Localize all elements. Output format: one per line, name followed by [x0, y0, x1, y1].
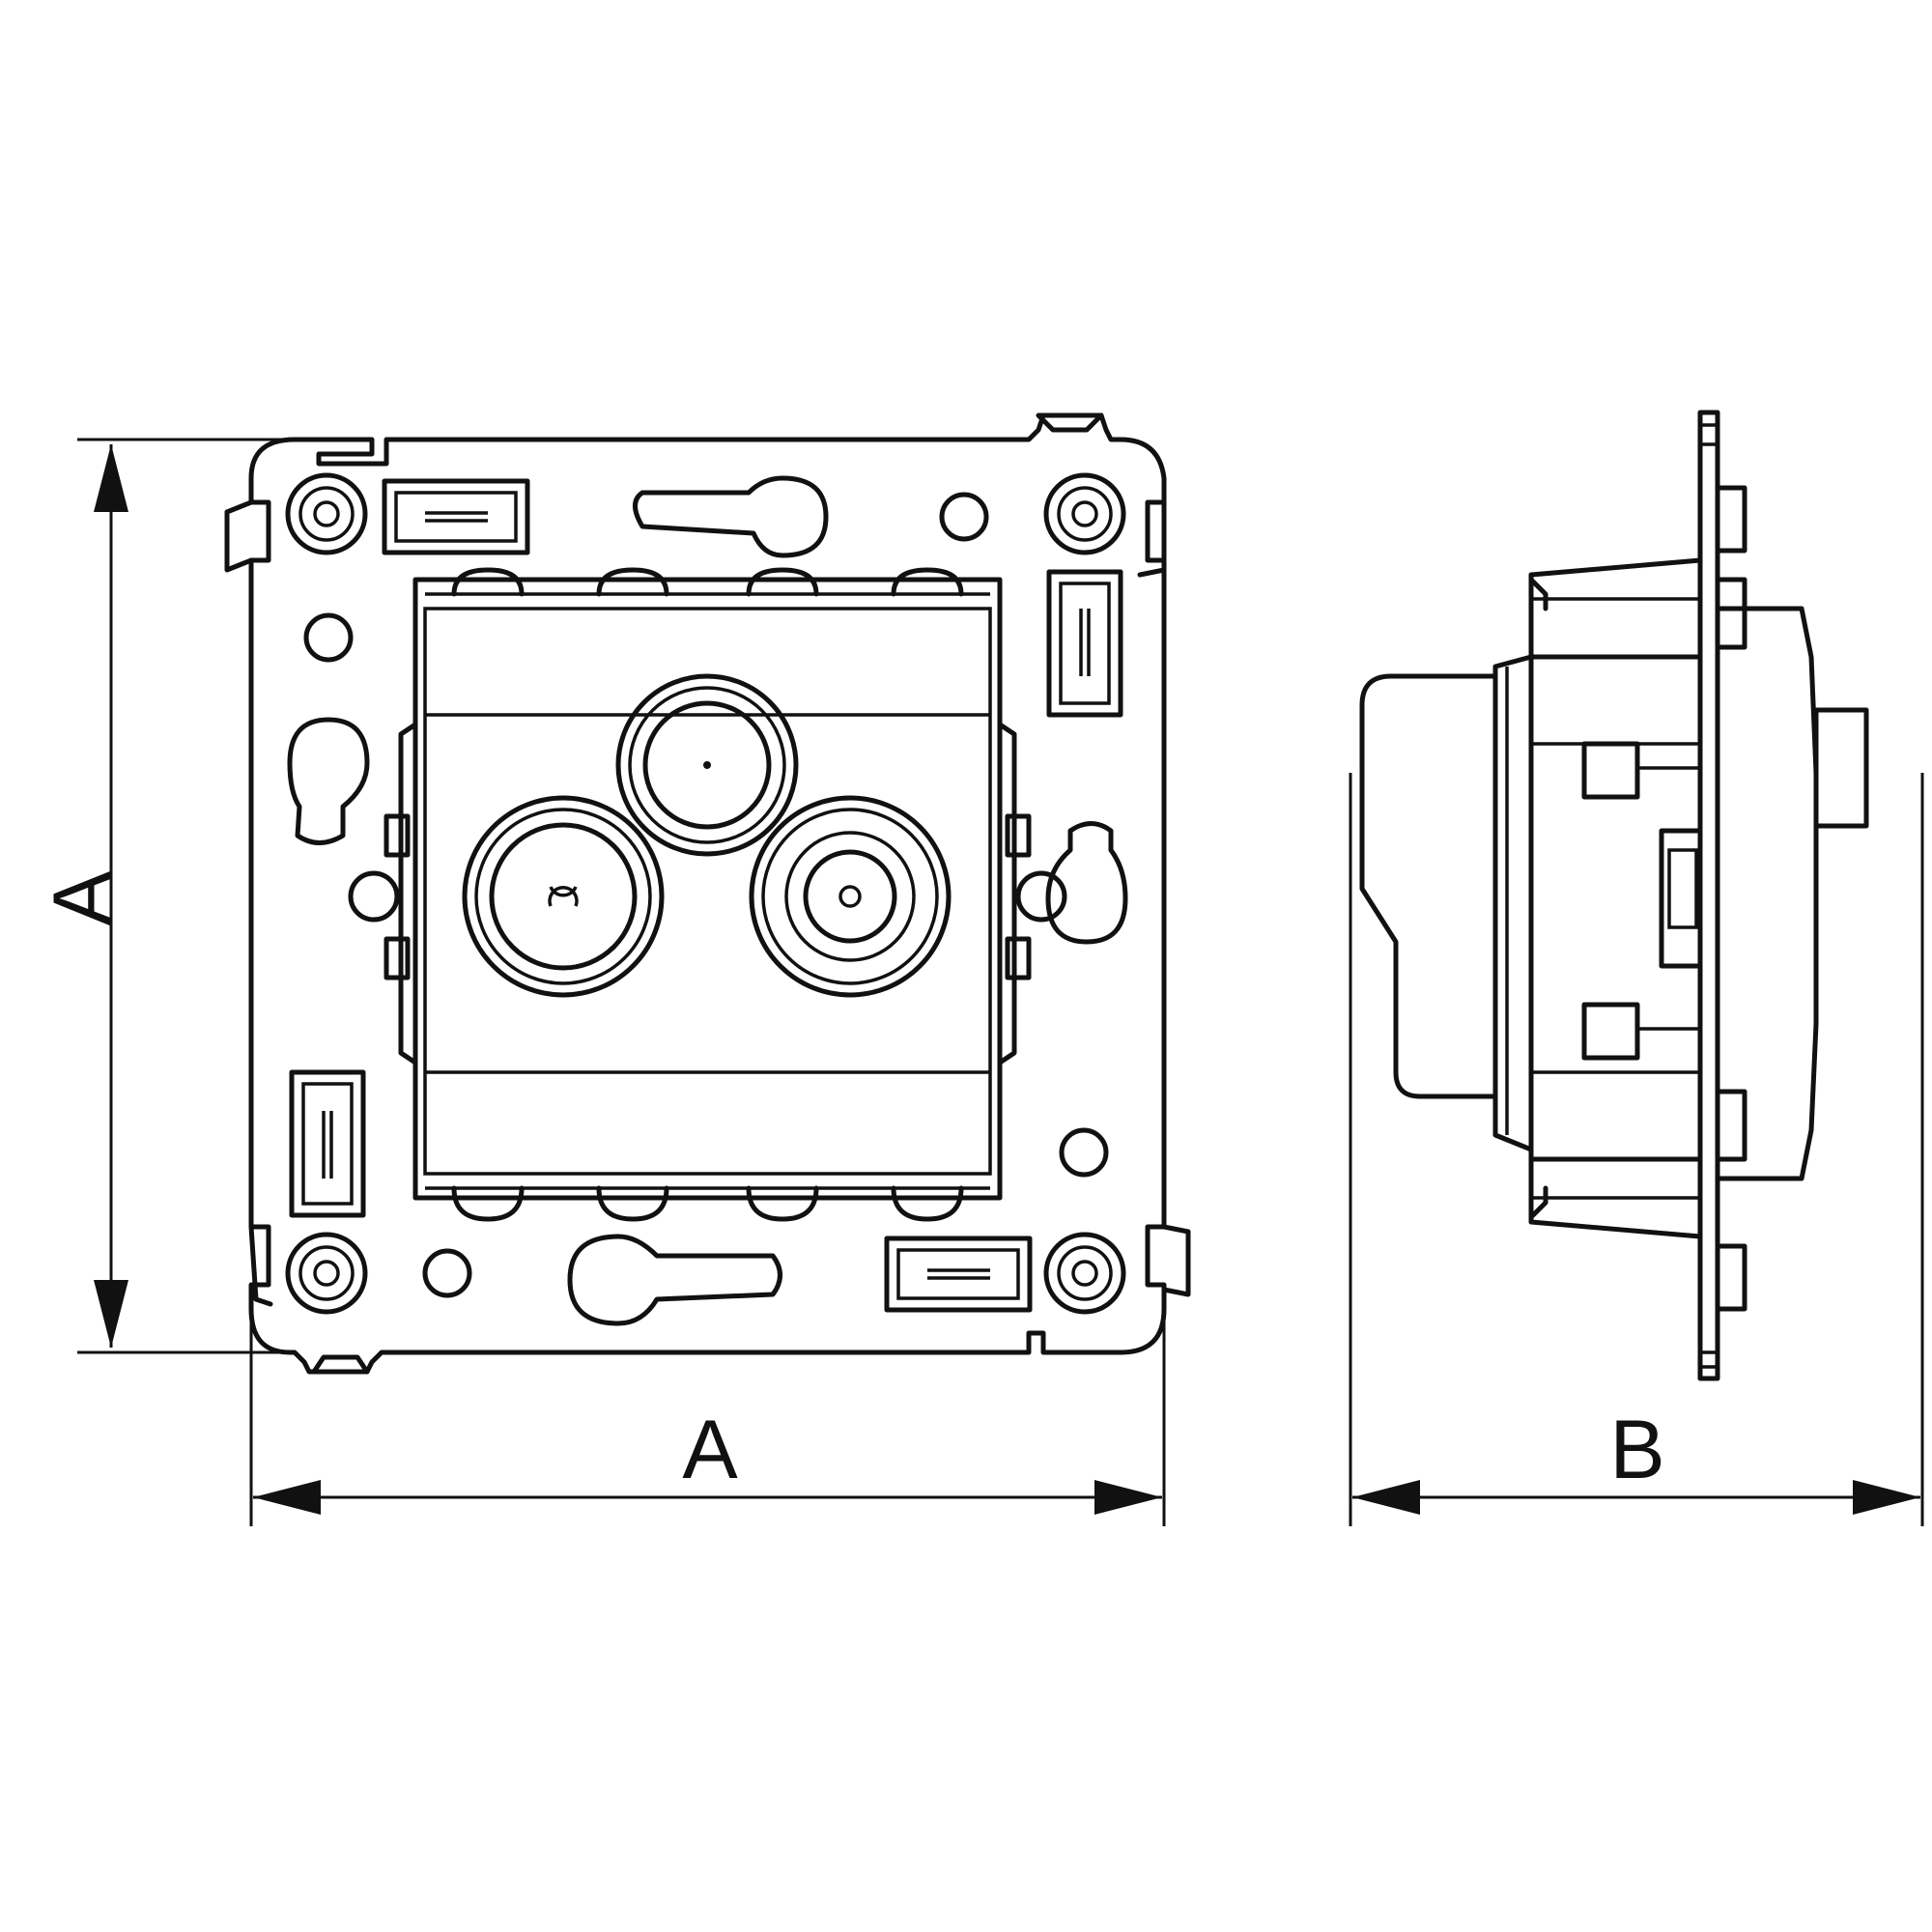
slot-right — [1046, 569, 1123, 718]
side-depth-label: B — [1609, 1404, 1664, 1496]
hole-bottom-left — [422, 1248, 472, 1298]
screw-bottom-left — [285, 1232, 368, 1315]
side-mid-housing — [1492, 654, 1534, 1152]
top-clip — [1036, 412, 1104, 433]
tv-connector — [462, 795, 665, 998]
slot-left — [289, 1069, 366, 1218]
keyhole-slot-left — [287, 717, 370, 845]
mounting-frame — [248, 412, 1167, 1375]
radio-connector — [749, 795, 952, 998]
side-plate — [1697, 410, 1720, 1381]
right-clip-top — [1137, 499, 1167, 578]
slot-top — [382, 478, 530, 555]
slot-bottom — [884, 1236, 1033, 1313]
side-mechanism — [1528, 654, 1703, 1162]
teeth-bottom — [425, 1185, 990, 1222]
side-rear-housing — [1359, 673, 1498, 1099]
front-view — [224, 412, 1191, 1375]
side-front-cover — [1715, 606, 1819, 1181]
front-height-label: A — [37, 870, 129, 926]
screw-top-left — [285, 472, 368, 555]
left-clip-top — [224, 499, 254, 573]
hole-left-upper — [303, 612, 354, 663]
front-width-label: A — [682, 1404, 738, 1496]
dimension-front-width: A — [249, 1314, 1166, 1526]
right-clip-bottom — [1161, 1224, 1191, 1297]
dimension-side-depth: B — [1349, 773, 1924, 1526]
side-body-frame — [1528, 557, 1703, 1239]
keyhole-slot-top — [633, 475, 829, 558]
socket-insert — [348, 577, 1067, 1201]
hole-right-lower — [1059, 1127, 1109, 1178]
hole-top-right — [939, 492, 989, 542]
dimension-front-height: A — [37, 438, 295, 1354]
screw-top-right — [1043, 472, 1126, 555]
screw-bottom-right — [1043, 1232, 1126, 1315]
side-connector-stub — [1813, 707, 1869, 829]
keyhole-slot-bottom — [567, 1234, 782, 1326]
bottom-clip — [311, 1354, 370, 1375]
side-view — [1359, 410, 1869, 1381]
sat-connector — [615, 673, 799, 857]
keyhole-slot-right — [1045, 821, 1128, 945]
teeth-top — [425, 567, 990, 597]
left-clip-bottom — [248, 1224, 273, 1307]
